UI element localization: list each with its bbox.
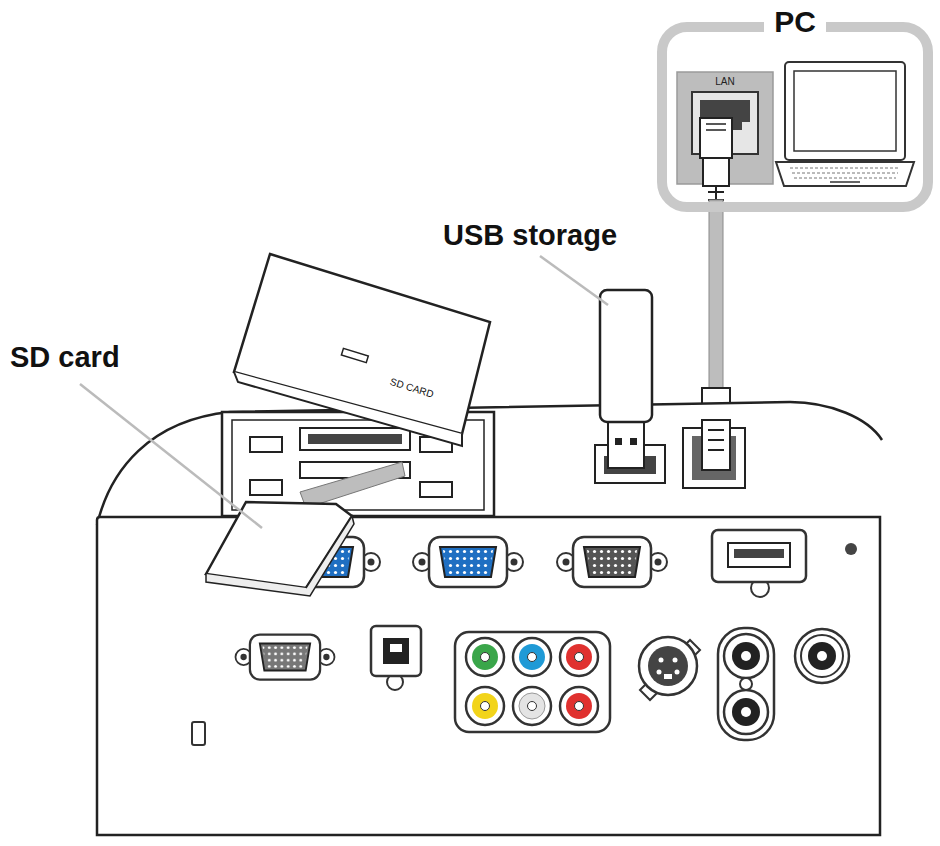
lan-cable — [709, 200, 723, 410]
hdmi-connector — [712, 530, 806, 597]
lan-plug — [700, 118, 732, 158]
pc-panel: PCLAN — [657, 22, 933, 212]
usb-b-connector — [371, 626, 421, 690]
usb-storage — [600, 290, 652, 422]
sd-card — [206, 502, 352, 588]
rca-jacks — [466, 638, 598, 725]
cover-marking: SD CARD — [389, 376, 435, 400]
node-text-wrap: PC — [667, 5, 923, 39]
audio-jacks — [718, 628, 849, 740]
lan-port-box: LAN — [677, 72, 773, 184]
port-label: LAN — [715, 76, 734, 87]
security-slot — [192, 722, 205, 745]
s-video-connector — [639, 637, 700, 700]
indicator-hole — [845, 543, 857, 555]
laptop — [785, 62, 905, 160]
rca-group — [455, 632, 610, 732]
part-label: USB storage — [443, 218, 617, 252]
part-label: SD card — [10, 340, 120, 374]
leader-line — [80, 384, 262, 528]
serial-connector — [236, 635, 335, 680]
usb-plug — [608, 420, 644, 468]
projector-housing — [97, 402, 882, 525]
panel-heading: PC — [764, 5, 826, 39]
node-text-wrap: LAN — [677, 72, 773, 87]
sd-slot — [300, 428, 410, 450]
vga-connector — [413, 537, 523, 587]
leader-line — [540, 256, 608, 305]
lan-plug — [702, 420, 730, 470]
dvi-connector — [557, 537, 667, 587]
